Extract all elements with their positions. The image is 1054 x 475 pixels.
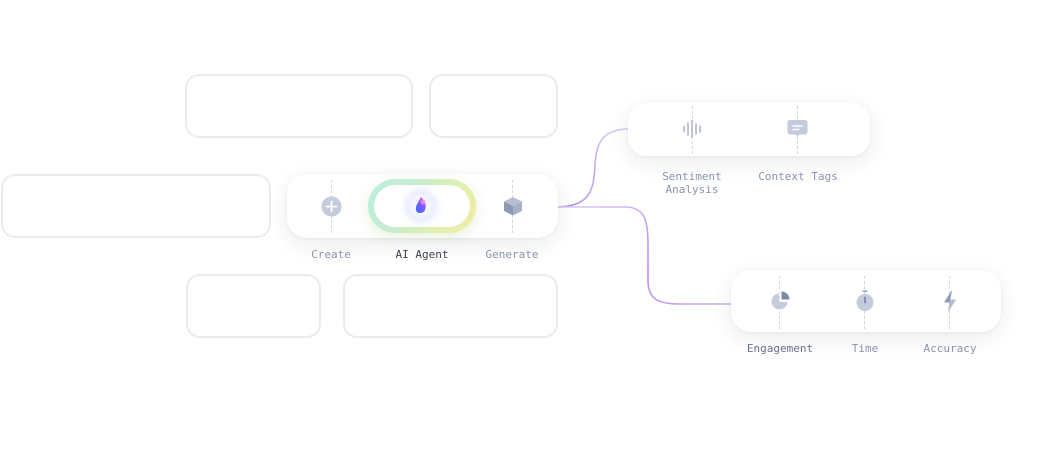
placeholder-box-bottom-right: [343, 274, 558, 338]
connector-to-analysis-card: [555, 128, 631, 208]
cube-icon[interactable]: [502, 195, 524, 217]
context-tags-label[interactable]: Context Tags: [758, 170, 838, 183]
stopwatch-icon[interactable]: [855, 289, 875, 313]
lightning-icon[interactable]: [940, 289, 960, 313]
message-tag-icon[interactable]: [787, 119, 808, 139]
placeholder-box-top-right: [429, 74, 558, 138]
sentiment-analysis-label[interactable]: Sentiment Analysis: [662, 170, 722, 196]
placeholder-box-middle-left: [1, 174, 271, 238]
soundwave-icon[interactable]: [682, 119, 704, 139]
placeholder-box-bottom-left: [186, 274, 321, 338]
generate-label[interactable]: Generate: [485, 248, 539, 261]
engagement-label[interactable]: Engagement: [746, 342, 814, 355]
placeholder-box-top-left: [185, 74, 413, 138]
create-label[interactable]: Create: [311, 248, 351, 261]
pie-chart-icon[interactable]: [769, 290, 791, 312]
accuracy-label[interactable]: Accuracy: [923, 342, 977, 355]
time-label[interactable]: Time: [851, 342, 879, 355]
ai-orb-icon[interactable]: [406, 191, 436, 221]
plus-circle-icon[interactable]: [321, 196, 342, 217]
connector-to-metrics-card: [556, 206, 732, 305]
analysis-card: [628, 103, 870, 156]
ai-agent-label: AI Agent: [395, 248, 449, 261]
